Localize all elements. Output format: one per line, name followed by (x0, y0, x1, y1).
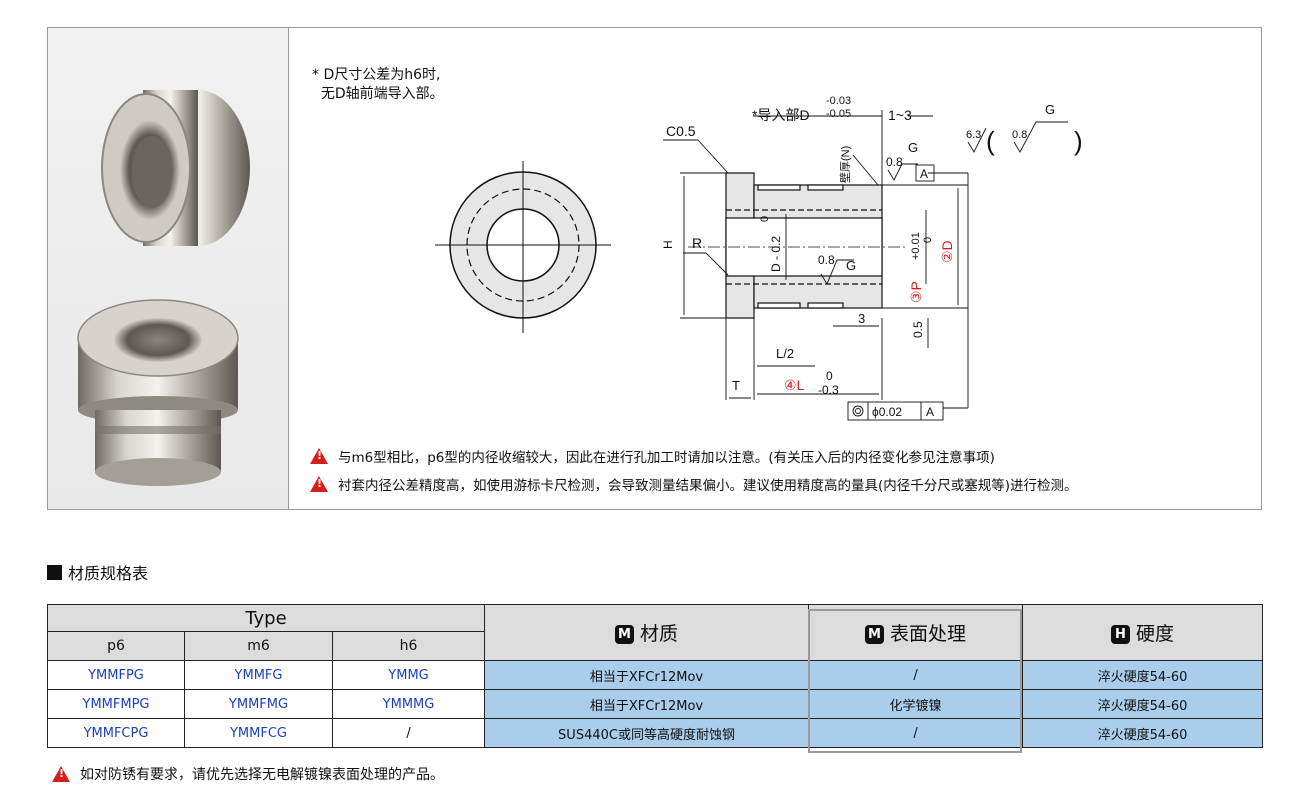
material-header-text: 材质 (640, 623, 679, 645)
groove-diameter-label: D - 0.2 (769, 236, 783, 272)
table-row: YMMFPG YMMFG YMMG 相当于XFCr12Mov / 淬火硬度54-… (47, 660, 1264, 690)
bushing-drawing: C0.5 *导入部D -0.03 -0.05 1~3 壁厚(N) G 0.8 A… (435, 95, 1083, 421)
material-header: M 材质 (484, 604, 810, 661)
wall-thickness-label: 壁厚(N) (838, 146, 852, 183)
roughness-08-3: 0.8 (818, 253, 835, 267)
material-cell: 相当于XFCr12Mov (484, 689, 810, 719)
part-link-h6[interactable]: YMMMG (331, 689, 486, 719)
inner-diameter-tol-dn: 0 (922, 237, 934, 243)
type-header: Type (46, 604, 486, 632)
bushing-photo-side (101, 90, 250, 246)
material-spec-table: Type M 材质 M 表面处理 H 硬度 p6 m6 h6 YMMFPG YMMFG… (46, 604, 1264, 748)
surface-header: M 表面处理 (808, 604, 1024, 661)
warning-note-2: 衬套内径公差精度高，如使用游标卡尺检测，会导致测量结果偏小。建议使用精度高的量具… (310, 474, 1078, 494)
warning-note-1: 与m6型相比，p6型的内径收缩较大，因此在进行孔加工时请加以注意。(有关压入后的… (310, 446, 995, 466)
table-row: YMMFMPG YMMFMG YMMMG 相当于XFCr12Mov 化学镀镍 淬… (47, 689, 1264, 719)
inner-diameter-tol-up: +0.01 (910, 232, 922, 260)
product-panel: * D尺寸公差为h6时, 无D轴前端导入部。 (47, 27, 1262, 510)
hardness-cell: 淬火硬度54-60 (1022, 718, 1264, 748)
surface-cell: 化学镀镍 (808, 689, 1024, 719)
part-link-m6[interactable]: YMMFG (184, 660, 333, 690)
length-tol-up: 0 (826, 369, 833, 383)
concentricity-datum: A (926, 405, 934, 419)
part-link-p6[interactable]: YMMFPG (47, 660, 185, 690)
warning-icon (310, 476, 328, 492)
table-row: YMMFCPG YMMFCG / SUS440C或同等高硬度耐蚀钢 / 淬火硬度… (47, 718, 1264, 748)
surface-cell: / (808, 718, 1024, 748)
front-view (435, 161, 611, 333)
dimension-lines (680, 110, 969, 409)
hardness-cell: 淬火硬度54-60 (1022, 660, 1264, 690)
paren-close: ) (1074, 126, 1083, 156)
bushing-photo-top (77, 299, 239, 486)
h6-header: h6 (331, 631, 486, 661)
material-badge-icon: M (615, 625, 634, 644)
warning-icon (52, 766, 70, 782)
roughness-08-2: 0.8 (1012, 129, 1027, 141)
material-cell: SUS440C或同等高硬度耐蚀钢 (484, 718, 810, 748)
hardness-cell: 淬火硬度54-60 (1022, 689, 1264, 719)
part-cell-h6: / (331, 718, 486, 748)
part-link-p6[interactable]: YMMFMPG (47, 689, 185, 719)
flange-diameter-label: H (661, 240, 675, 249)
outer-diameter-label: ②D (939, 240, 955, 263)
flange-thickness-label: T (732, 378, 740, 393)
half-length-label: L/2 (776, 346, 794, 361)
lead-in-label: *导入部D (752, 107, 810, 123)
warning-text-2: 衬套内径公差精度高，如使用游标卡尺检测，会导致测量结果偏小。建议使用精度高的量具… (338, 478, 1078, 494)
p6-header: p6 (47, 631, 185, 661)
product-photo-column (48, 28, 289, 509)
roughness-63: 6.3 (966, 129, 981, 141)
rust-prevention-note: 如对防锈有要求，请优先选择无电解镀镍表面处理的产品。 (52, 764, 444, 784)
chamfer-label: C0.5 (666, 123, 696, 139)
square-bullet-icon (47, 564, 62, 580)
length-tol-dn: -0.3 (818, 383, 839, 397)
warning-text-1: 与m6型相比，p6型的内径收缩较大，因此在进行孔加工时请加以注意。(有关压入后的… (338, 450, 995, 466)
datum-a-label: A (920, 167, 928, 181)
paren-open: ( (986, 126, 995, 156)
material-cell: 相当于XFCr12Mov (484, 660, 810, 690)
warning-icon (310, 448, 328, 464)
surface-cell: / (808, 660, 1024, 690)
length-label: ④L (784, 377, 805, 393)
lead-in-length-label: 1~3 (888, 107, 912, 123)
hardness-header-text: 硬度 (1136, 623, 1175, 645)
product-photos (77, 90, 250, 486)
lead-in-note: * D尺寸公差为h6时, 无D轴前端导入部。 (312, 67, 444, 102)
groove-offset-label: 3 (858, 311, 865, 326)
part-link-p6[interactable]: YMMFCPG (47, 718, 185, 748)
technical-drawing: * D尺寸公差为h6时, 无D轴前端导入部。 (288, 28, 1261, 509)
part-link-h6[interactable]: YMMG (331, 660, 486, 690)
footer-note-text: 如对防锈有要求，请优先选择无电解镀镍表面处理的产品。 (80, 767, 444, 783)
section-title-text: 材质规格表 (68, 564, 149, 583)
lead-in-tol-up: -0.03 (826, 95, 851, 107)
m6-header: m6 (184, 631, 333, 661)
surface-grade-g-2: G (1045, 102, 1055, 117)
hardness-badge-icon: H (1111, 625, 1130, 644)
roughness-08-1: 0.8 (886, 155, 903, 169)
groove-depth-label: 0.5 (911, 321, 925, 338)
part-link-m6[interactable]: YMMFCG (184, 718, 333, 748)
surface-grade-g-3: G (846, 258, 856, 273)
concentricity-value: ϕ0.02 (872, 405, 902, 419)
surface-header-text: 表面处理 (890, 623, 967, 645)
radius-label: R (692, 235, 702, 251)
lead-in-tol-dn: -0.05 (826, 108, 851, 120)
surface-grade-g-1: G (908, 140, 918, 155)
part-link-m6[interactable]: YMMFMG (184, 689, 333, 719)
surface-badge-icon: M (865, 625, 884, 644)
hardness-header: H 硬度 (1022, 604, 1264, 661)
inner-diameter-label: ③P (908, 281, 924, 303)
section-view (688, 172, 908, 319)
groove-tol-label: 0 (759, 216, 771, 222)
section-title: 材质规格表 (47, 560, 148, 584)
